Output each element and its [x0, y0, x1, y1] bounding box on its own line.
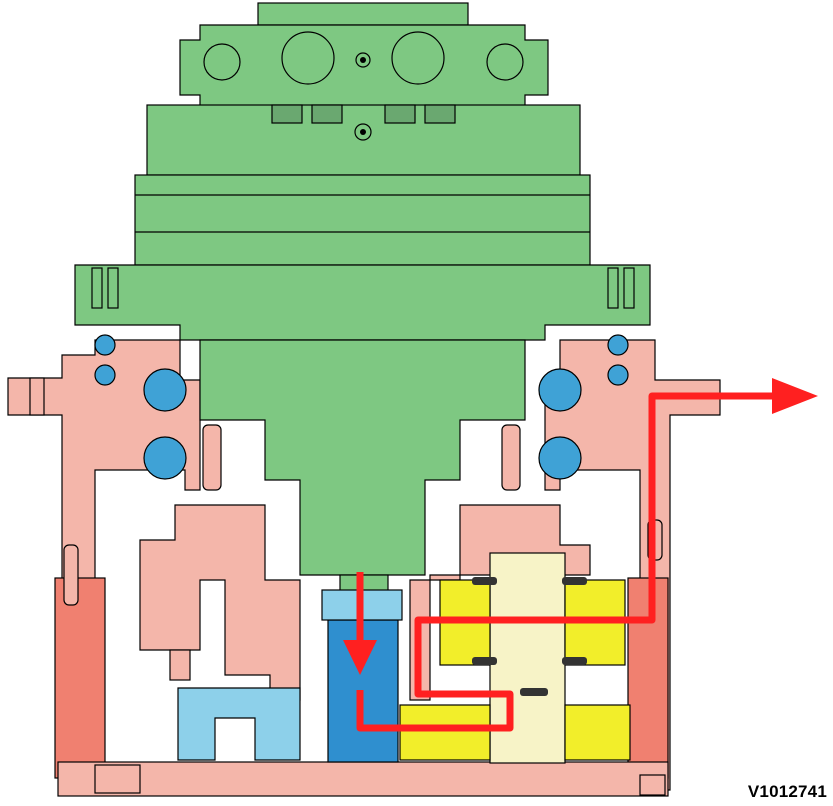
housing-right-wall-dark	[627, 577, 669, 779]
planet-carrier-left	[139, 504, 301, 701]
housing-left-flange-rib	[29, 377, 45, 416]
motor-valve-port-hole	[360, 129, 366, 135]
planet-gear-lower-right	[564, 704, 631, 761]
needle-bearing-1	[472, 577, 497, 585]
carrier-left-lug	[169, 649, 191, 681]
bearing-right-bottom	[538, 436, 582, 480]
motor-top-cap	[257, 2, 469, 26]
needle-bearing-4	[562, 657, 587, 665]
bearing-left-top	[143, 368, 187, 412]
motor-port-left-ring	[203, 43, 241, 81]
housing-left-wall-dark	[54, 577, 106, 779]
needle-bearing-3	[472, 657, 497, 665]
bearing-small-left-1	[94, 334, 116, 356]
needle-bearing-5	[520, 688, 548, 696]
bearing-small-left-2	[94, 364, 116, 386]
motor-flange-bolt-left-1	[91, 267, 103, 309]
motor-flange-bolt-left-2	[107, 267, 119, 309]
bearings	[94, 334, 629, 480]
motor-seal-2	[311, 104, 343, 124]
motor-flange-bolt-right-2	[623, 267, 635, 309]
housing-left-bolt	[63, 544, 79, 606]
flow-path-line	[356, 392, 775, 732]
motor-seal-4	[424, 104, 456, 124]
needle-bearing-2	[562, 577, 587, 585]
drain-plug-right	[639, 774, 666, 796]
bearing-small-right-2	[607, 364, 629, 386]
motor-port-right	[391, 31, 445, 85]
spindle-stud-left	[202, 424, 222, 491]
spindle-stud-right	[501, 424, 521, 491]
motor-port-left	[281, 31, 335, 85]
planet-gear-lower-left	[399, 704, 491, 761]
motor-spindle	[199, 339, 526, 576]
gear-train	[177, 552, 631, 764]
arrow-right-icon	[772, 378, 818, 414]
bearing-small-right-1	[607, 334, 629, 356]
housing-bottom-plate	[57, 761, 669, 797]
motor-port-right-ring	[486, 43, 524, 81]
arrow-down-icon	[343, 640, 377, 675]
hydraulic-motor	[74, 2, 651, 606]
drain-plug	[94, 764, 141, 794]
bearing-right-top	[538, 368, 582, 412]
motor-body-upper	[134, 174, 591, 266]
bearing-left-bottom	[143, 436, 187, 480]
figure-reference-code: V1012741	[747, 782, 827, 801]
motor-seal-1	[271, 104, 303, 124]
motor-center-port-hole	[360, 57, 366, 63]
sun-carrier-light-blue	[177, 687, 301, 761]
motor-flange	[74, 264, 651, 341]
motor-flange-bolt-right-1	[607, 267, 619, 309]
oil-flow-path	[356, 392, 775, 732]
motor-seal-3	[384, 104, 416, 124]
